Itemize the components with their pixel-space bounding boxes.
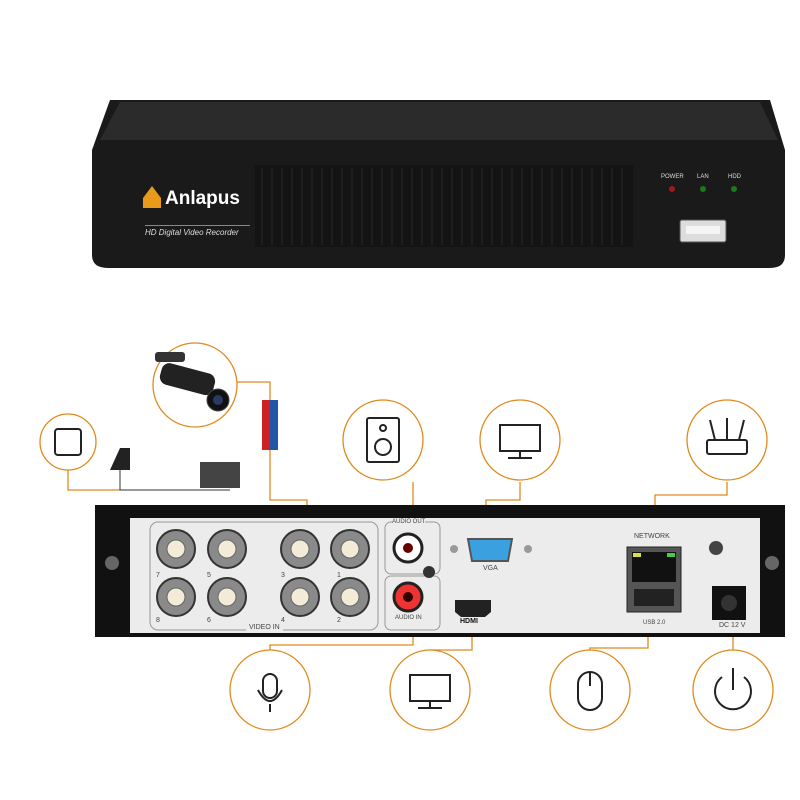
usb-port [634,589,674,606]
channel-5-label: 5 [207,572,211,579]
speaker-icon [366,417,400,463]
audio-in-label: AUDIO IN [395,615,422,621]
vga-label: VGA [483,565,498,572]
led-hdd-label: HDD [728,174,741,180]
vga-port [466,538,514,562]
led-power-label: POWER [661,174,684,180]
camera-illustration [110,342,278,491]
hdmi-port [455,600,491,617]
logo-house-icon [143,186,161,208]
brand-logo: Anlapus [165,188,240,209]
power-outlet-icon [54,428,82,456]
bnc-connectors [156,529,370,617]
channel-6-label: 6 [207,617,211,624]
channel-2-label: 2 [337,617,341,624]
channel-4-label: 4 [281,617,285,624]
channel-7-label: 7 [156,572,160,579]
led-lan-label: LAN [697,174,709,180]
channel-8-label: 8 [156,617,160,624]
channel-3-label: 3 [281,572,285,579]
audio-out-label: AUDIO OUT [392,519,426,525]
dvr-rear-panel [95,505,785,637]
product-subtitle: HD Digital Video Recorder [145,228,239,237]
network-label: NETWORK [634,533,670,540]
power-icon [714,676,752,711]
video-in-label: VIDEO IN [246,624,283,631]
usb-label: USB 2.0 [643,620,666,626]
outlet-circle [39,413,97,471]
channel-1-label: 1 [337,572,341,579]
dc-label: DC 12 V [719,622,746,629]
hdmi-label: HDMI [460,618,478,625]
dvr-front [92,100,785,268]
microphone-icon [262,673,278,699]
